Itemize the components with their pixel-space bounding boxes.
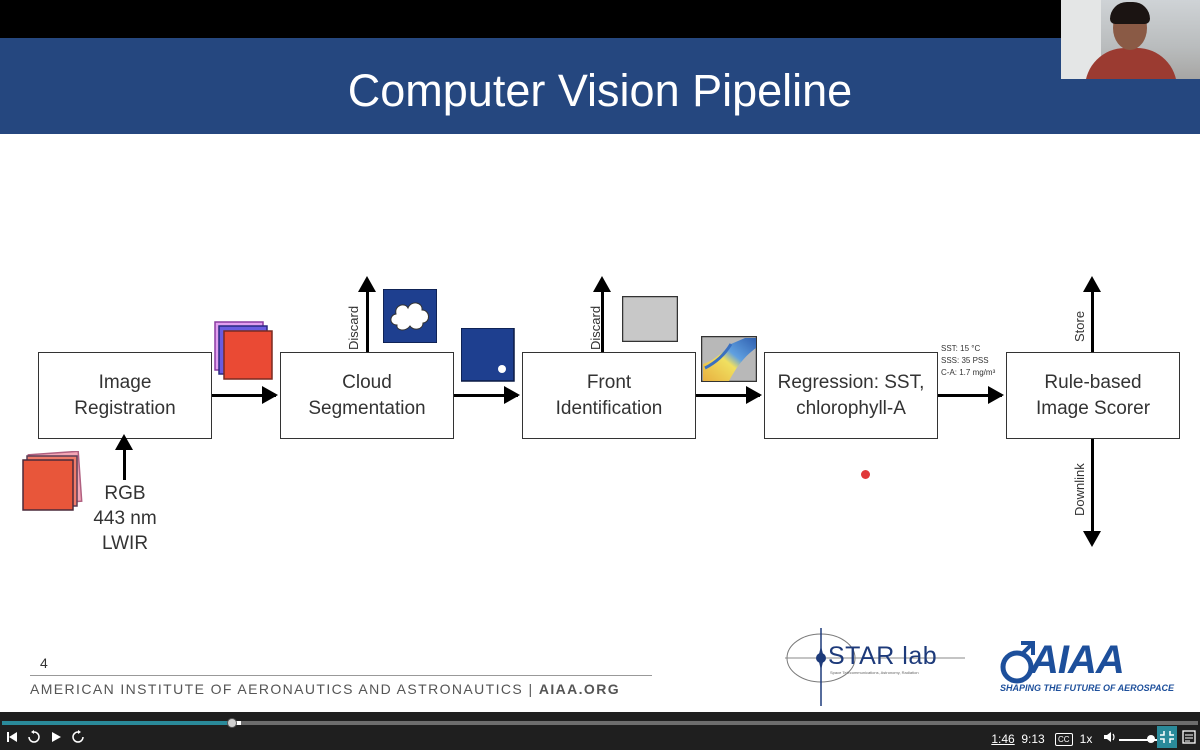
arrow-front-to-regression [696, 386, 762, 404]
discard-label: Discard [346, 305, 361, 350]
aiaa-logo-text: AIAA [1030, 638, 1125, 682]
volume-button[interactable] [1101, 730, 1117, 748]
footer-divider [30, 675, 652, 676]
footer-site: AIAA.ORG [538, 681, 621, 697]
transcript-button[interactable] [1181, 730, 1197, 748]
page-number: 4 [40, 655, 48, 671]
current-time: 1:46 [991, 732, 1015, 746]
play-icon [52, 732, 61, 742]
skip-to-start-icon [7, 732, 17, 742]
footer-org: AMERICAN INSTITUTE OF AERONAUTICS AND AS… [30, 681, 524, 697]
arrow-regression-to-scorer [938, 386, 1004, 404]
stage-label: Regression: SST, chlorophyll-A [777, 371, 925, 419]
progress-bar[interactable] [2, 718, 1198, 728]
stage-label: Front Identification [555, 371, 663, 419]
stage-image-registration: Image Registration [38, 352, 212, 439]
stage-label: Rule-based Image Scorer [1035, 371, 1151, 419]
arrow-registration-to-segmentation [212, 386, 278, 404]
cloudy-image-thumbnail [383, 289, 437, 343]
forward-button[interactable] [69, 730, 87, 748]
play-button[interactable] [48, 730, 64, 748]
stage-regression: Regression: SST, chlorophyll-A [764, 352, 938, 439]
footer-separator: | [528, 681, 534, 697]
rewind-icon [28, 730, 40, 743]
transcript-icon [1182, 730, 1196, 744]
sst-value: SST: 15 °C [941, 344, 981, 353]
top-letterbox [0, 0, 1200, 38]
stage-label: Image Registration [74, 371, 176, 419]
footer-text: AMERICAN INSTITUTE OF AERONAUTICS AND AS… [30, 681, 620, 697]
playback-speed-button[interactable]: 1x [1079, 732, 1093, 746]
laser-pointer [861, 470, 870, 479]
discard-label: Discard [588, 305, 603, 350]
regression-output-note: SST: 15 °C SSS: 35 PSS C-A: 1.7 mg/m³ [941, 343, 995, 379]
registered-image-stack [214, 321, 273, 380]
stage-label: Cloud Segmentation [308, 371, 426, 419]
stage-front-identification: Front Identification [522, 352, 696, 439]
exit-fullscreen-button[interactable] [1157, 726, 1177, 748]
presenter-webcam [1061, 0, 1200, 79]
arrow-discard-clouds [358, 276, 376, 352]
no-front-thumbnail [622, 296, 678, 342]
volume-icon [1103, 732, 1115, 742]
video-player-controls: 1:46 9:13 CC 1x [0, 712, 1200, 750]
volume-slider[interactable] [1119, 739, 1157, 741]
arrow-discard-front [593, 276, 611, 352]
ocean-front-thumbnail [701, 336, 757, 382]
title-band [0, 38, 1200, 134]
volume-handle[interactable] [1147, 735, 1155, 743]
stage-cloud-segmentation: Cloud Segmentation [280, 352, 454, 439]
arrow-store [1083, 276, 1101, 352]
fast-forward-icon [72, 730, 84, 743]
sss-value: SSS: 35 PSS [941, 356, 989, 365]
aiaa-tagline: SHAPING THE FUTURE OF AEROSPACE [1000, 683, 1175, 693]
progress-played [2, 721, 232, 725]
exit-fullscreen-icon [1160, 731, 1174, 743]
progress-handle[interactable] [226, 718, 237, 728]
clear-image-thumbnail [461, 328, 515, 382]
arrow-downlink [1083, 439, 1101, 547]
downlink-label: Downlink [1072, 463, 1087, 516]
star-lab-logo [785, 628, 965, 706]
slide: Computer Vision Pipeline Image Registrat… [0, 38, 1200, 712]
input-bands-label: RGB 443 nm LWIR [93, 483, 157, 554]
star-lab-name: STAR lab [828, 642, 938, 670]
aiaa-emblem-icon [1000, 641, 1035, 684]
captions-button[interactable]: CC [1055, 733, 1073, 746]
star-lab-subtitle: Space Telecommunications, Astronomy, Rad… [830, 670, 919, 675]
skip-back-button[interactable] [4, 730, 20, 748]
rewind-button[interactable] [25, 730, 43, 748]
presenter-hair [1110, 2, 1150, 24]
stage-image-scorer: Rule-based Image Scorer [1006, 352, 1180, 439]
duration: 9:13 [1021, 732, 1045, 746]
store-label: Store [1072, 310, 1087, 342]
input-image-stack [22, 451, 83, 511]
chlorophyll-value: C-A: 1.7 mg/m³ [941, 368, 996, 377]
arrow-input [115, 434, 133, 480]
slide-title: Computer Vision Pipeline [347, 65, 853, 116]
arrow-segmentation-to-front [454, 386, 520, 404]
